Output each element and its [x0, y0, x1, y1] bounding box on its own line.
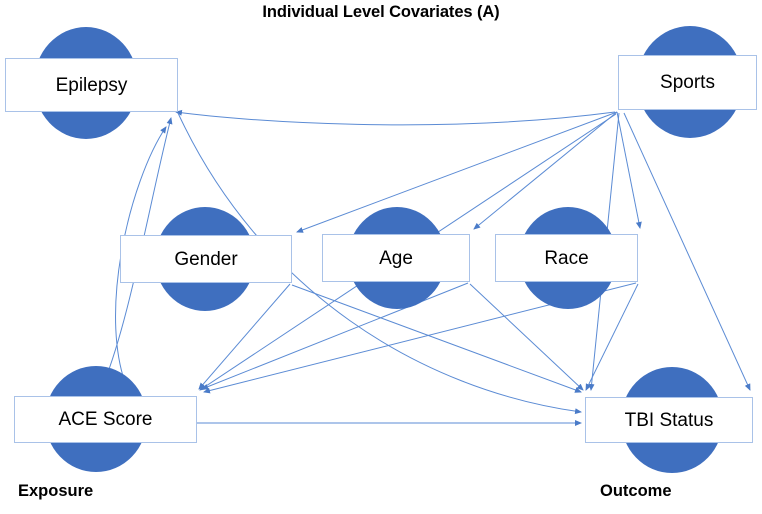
node-box-age[interactable]: Age [322, 234, 470, 282]
node-label-age: Age [379, 247, 413, 269]
edge-sports-to-tbi-2 [623, 112, 751, 391]
node-box-sports[interactable]: Sports [618, 55, 757, 110]
edge-sports-to-epilepsy [175, 109, 616, 126]
node-label-tbi_status: TBI Status [624, 409, 714, 431]
node-box-gender[interactable]: Gender [120, 235, 292, 283]
edge-sports-to-race [616, 111, 642, 229]
node-label-sports: Sports [660, 72, 715, 93]
node-label-ace_score: ACE Score [58, 409, 153, 430]
node-box-tbi_status[interactable]: TBI Status [585, 397, 753, 443]
corner-label-exposure: Exposure [18, 482, 94, 500]
node-box-race[interactable]: Race [495, 234, 638, 282]
corner-label-outcome: Outcome [600, 482, 672, 500]
edge-gender-to-tbi [291, 284, 582, 393]
node-box-ace_score[interactable]: ACE Score [14, 396, 197, 443]
page-title: Individual Level Covariates (A) [262, 3, 500, 21]
node-label-race: Race [544, 247, 589, 269]
node-label-gender: Gender [174, 248, 238, 270]
node-box-epilepsy[interactable]: Epilepsy [5, 58, 178, 112]
node-label-epilepsy: Epilepsy [55, 74, 128, 96]
edge-age-to-ace [201, 282, 469, 390]
